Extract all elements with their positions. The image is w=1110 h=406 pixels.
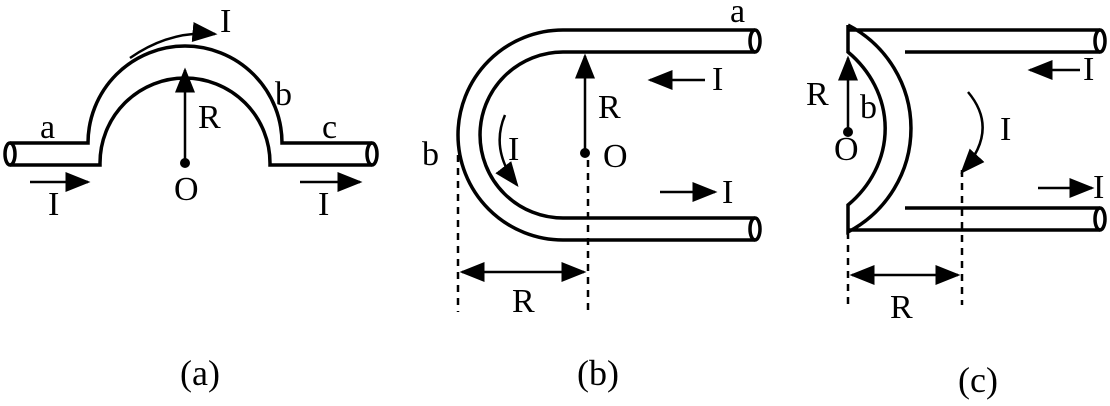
- current-arrow-curve: [495, 114, 519, 187]
- center-point: [580, 148, 590, 158]
- center-point: [843, 127, 853, 137]
- center-point: [180, 158, 190, 168]
- current-arrow-curve: [960, 91, 985, 174]
- wire-d: [846, 23, 1100, 235]
- pipe-end: [748, 216, 762, 242]
- caption-c: (c): [958, 360, 998, 400]
- label-R: R: [806, 76, 829, 113]
- label-O: O: [174, 171, 199, 208]
- label-a: a: [40, 109, 55, 146]
- current-arrow-top: [129, 22, 218, 60]
- label-O: O: [603, 138, 628, 175]
- pipe-end: [365, 141, 379, 167]
- label-I: I: [318, 186, 329, 223]
- caption-b: (b): [577, 353, 619, 393]
- label-a: a: [730, 0, 745, 30]
- label-I: I: [1083, 51, 1094, 88]
- wire-a: [10, 44, 372, 167]
- label-b: b: [860, 89, 877, 126]
- label-I: I: [48, 186, 59, 223]
- label-R: R: [598, 89, 621, 126]
- figure-b: a b R O I I I R (b): [422, 0, 762, 393]
- label-b: b: [422, 136, 439, 173]
- label-I: I: [712, 61, 723, 98]
- label-b: b: [275, 76, 292, 113]
- pipe-end: [3, 141, 17, 167]
- label-I: I: [508, 131, 519, 168]
- figure-c: R b O I I I R (c): [806, 23, 1107, 400]
- label-O: O: [834, 131, 859, 168]
- label-I: I: [722, 174, 733, 211]
- pipe-end: [1093, 28, 1107, 54]
- wire-u: [456, 28, 755, 242]
- caption-a: (a): [180, 353, 220, 393]
- label-I: I: [220, 3, 231, 40]
- pipe-end: [1093, 206, 1107, 232]
- label-I: I: [1093, 169, 1104, 206]
- label-R: R: [890, 289, 913, 326]
- label-R: R: [198, 99, 221, 136]
- pipe-end: [748, 28, 762, 54]
- label-R: R: [512, 283, 535, 320]
- figure-a: I a b c R O I I (a): [3, 3, 379, 393]
- label-c: c: [322, 109, 337, 146]
- label-I: I: [1000, 111, 1011, 148]
